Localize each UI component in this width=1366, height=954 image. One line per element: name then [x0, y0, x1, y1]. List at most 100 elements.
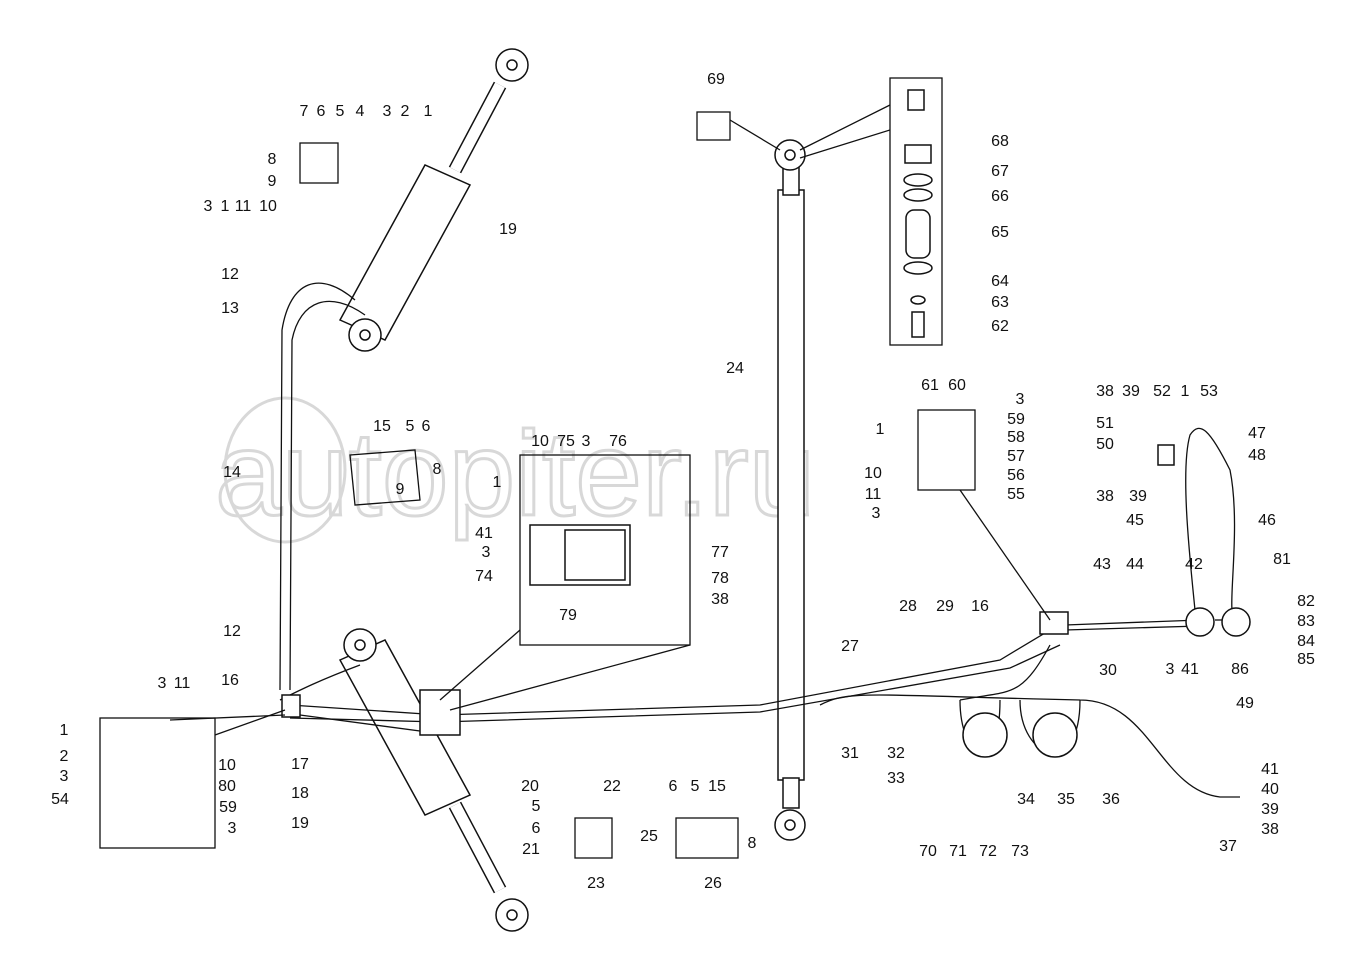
callout-37: 37 [1219, 838, 1237, 855]
callout-82: 82 [1297, 593, 1315, 610]
callout-3: 3 [383, 103, 392, 120]
callout-65: 65 [991, 224, 1009, 241]
detail-insets [99, 77, 1175, 859]
callout-39: 39 [1261, 801, 1279, 818]
callout-7: 7 [300, 103, 309, 120]
callout-16: 16 [971, 598, 989, 615]
callout-81: 81 [1273, 551, 1291, 568]
callout-15: 15 [708, 778, 726, 795]
callout-15: 15 [373, 418, 391, 435]
callout-63: 63 [991, 294, 1009, 311]
callout-41: 41 [1181, 661, 1199, 678]
callout-61: 61 [921, 377, 939, 394]
callout-46: 46 [1258, 512, 1276, 529]
callout-1: 1 [1181, 383, 1190, 400]
callout-24: 24 [726, 360, 744, 377]
callout-69: 69 [707, 71, 725, 88]
callout-60: 60 [948, 377, 966, 394]
callout-44: 44 [1126, 556, 1144, 573]
hydraulic-cylinder-upper [338, 48, 529, 352]
callout-62: 62 [991, 318, 1009, 335]
callout-84: 84 [1297, 633, 1315, 650]
callout-38: 38 [1096, 488, 1114, 505]
callout-1: 1 [493, 474, 502, 491]
callout-38: 38 [711, 591, 729, 608]
callout-85: 85 [1297, 651, 1315, 668]
callout-1: 1 [221, 198, 230, 215]
callout-48: 48 [1248, 447, 1266, 464]
callout-76: 76 [609, 433, 627, 450]
callout-29: 29 [936, 598, 954, 615]
callout-3: 3 [482, 544, 491, 561]
callout-54: 54 [51, 791, 69, 808]
callout-32: 32 [887, 745, 905, 762]
callout-8: 8 [748, 835, 757, 852]
callout-42: 42 [1185, 556, 1203, 573]
callout-22: 22 [603, 778, 621, 795]
callout-27: 27 [841, 638, 859, 655]
callout-59: 59 [219, 799, 237, 816]
callout-38: 38 [1261, 821, 1279, 838]
callout-38: 38 [1096, 383, 1114, 400]
callout-33: 33 [887, 770, 905, 787]
callout-1: 1 [60, 722, 69, 739]
callout-6: 6 [669, 778, 678, 795]
callout-6: 6 [317, 103, 326, 120]
callout-20: 20 [521, 778, 539, 795]
callout-41: 41 [475, 525, 493, 542]
callout-73: 73 [1011, 843, 1029, 860]
callout-83: 83 [1297, 613, 1315, 630]
callout-12: 12 [221, 266, 239, 283]
callout-66: 66 [991, 188, 1009, 205]
callout-41: 41 [1261, 761, 1279, 778]
callout-34: 34 [1017, 791, 1035, 808]
callout-40: 40 [1261, 781, 1279, 798]
callout-80: 80 [218, 778, 236, 795]
callout-50: 50 [1096, 436, 1114, 453]
callout-75: 75 [557, 433, 575, 450]
callout-36: 36 [1102, 791, 1120, 808]
callout-14: 14 [223, 464, 241, 481]
callout-55: 55 [1007, 486, 1025, 503]
callout-49: 49 [1236, 695, 1254, 712]
callout-3: 3 [872, 505, 881, 522]
callout-70: 70 [919, 843, 937, 860]
callout-3: 3 [1016, 391, 1025, 408]
callout-56: 56 [1007, 467, 1025, 484]
callout-47: 47 [1248, 425, 1266, 442]
callout-5: 5 [691, 778, 700, 795]
callout-78: 78 [711, 570, 729, 587]
callout-52: 52 [1153, 383, 1171, 400]
callout-31: 31 [841, 745, 859, 762]
callout-64: 64 [991, 273, 1009, 290]
callout-3: 3 [204, 198, 213, 215]
callout-5: 5 [336, 103, 345, 120]
callout-5: 5 [406, 418, 415, 435]
callout-10: 10 [218, 757, 236, 774]
callout-39: 39 [1122, 383, 1140, 400]
callout-59: 59 [1007, 411, 1025, 428]
callout-10: 10 [864, 465, 882, 482]
callout-21: 21 [522, 841, 540, 858]
callout-5: 5 [532, 798, 541, 815]
callout-77: 77 [711, 544, 729, 561]
callout-35: 35 [1057, 791, 1075, 808]
watermark-logo [223, 396, 347, 544]
callout-10: 10 [259, 198, 277, 215]
callout-11: 11 [865, 486, 882, 503]
callout-26: 26 [704, 875, 722, 892]
hoses [279, 282, 1251, 798]
callout-13: 13 [221, 300, 239, 317]
callout-4: 4 [356, 103, 365, 120]
callout-3: 3 [228, 820, 237, 837]
callout-25: 25 [640, 828, 658, 845]
hydraulic-cylinder-lower [338, 628, 529, 932]
hydraulic-cylinder-vertical [774, 139, 806, 841]
callout-8: 8 [433, 461, 442, 478]
callout-79: 79 [559, 607, 577, 624]
callout-72: 72 [979, 843, 997, 860]
callout-1: 1 [424, 103, 433, 120]
callout-86: 86 [1231, 661, 1249, 678]
